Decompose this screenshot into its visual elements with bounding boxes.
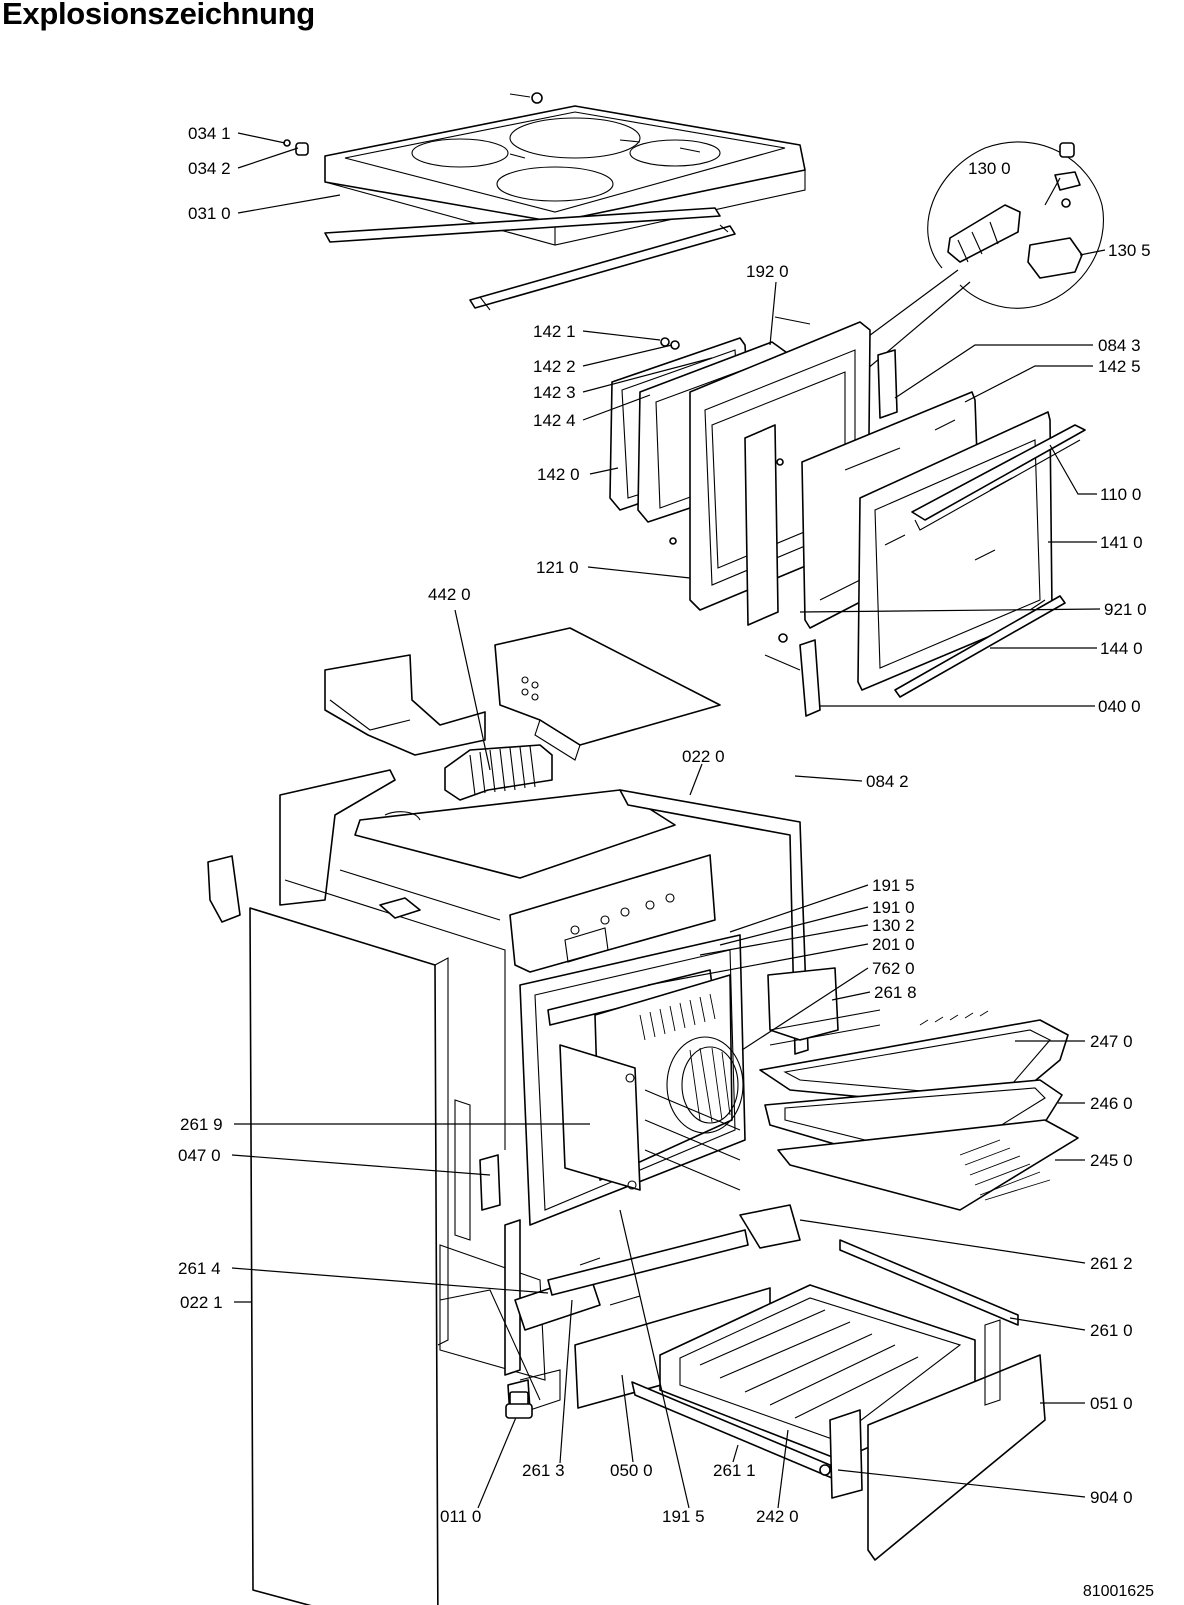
callout-label: 142 0 [537,465,580,484]
callout-label: 031 0 [188,204,231,223]
callout-label: 034 2 [188,159,231,178]
callout-label: 261 8 [874,983,917,1002]
callout-label: 261 3 [522,1461,565,1480]
callout-label: 110 0 [1100,485,1141,504]
callout-label: 051 0 [1090,1394,1133,1413]
callout-label: 921 0 [1104,600,1147,619]
callout-label: 022 1 [180,1293,223,1312]
screw-and-spacer [283,139,309,156]
callout-leader-lines [231,132,1106,1509]
cooktop-part [324,92,806,246]
callout-label: 191 5 [662,1507,705,1526]
callout-label: 034 1 [188,124,231,143]
callout-label: 261 4 [178,1259,221,1278]
callout-label: 130 0 [968,159,1011,178]
callout-label: 192 0 [746,262,789,281]
callout-label: 261 9 [180,1115,223,1134]
callout-label: 130 2 [872,916,915,935]
callout-label: 084 2 [866,772,909,791]
callout-label: 047 0 [178,1146,221,1165]
cooling-fan-and-ducts [324,627,721,801]
callout-label: 084 3 [1098,336,1141,355]
callout-label: 191 5 [872,876,915,895]
callout-label: 242 0 [756,1507,799,1526]
callout-label: 142 4 [533,411,576,430]
cooktop-mounting-rails [324,207,736,311]
callout-label: 142 1 [533,322,576,341]
callout-label: 261 0 [1090,1321,1133,1340]
cooker-body [207,769,1079,1605]
callout-label: 142 3 [533,383,576,402]
callout-label: 442 0 [428,585,471,604]
callout-label: 141 0 [1100,533,1143,552]
callout-label: 261 1 [713,1461,756,1480]
callout-label: 144 0 [1100,639,1143,658]
door-lock-detail [849,141,1104,376]
callout-label: 142 2 [533,357,576,376]
oven-door-assembly [609,316,1086,717]
page-title: Explosionszeichnung [2,0,315,31]
callout-label: 762 0 [872,959,915,978]
callout-label: 201 0 [872,935,915,954]
callout-label: 245 0 [1090,1151,1133,1170]
adjustable-foot [505,1391,533,1419]
document-number: 81001625 [1082,1583,1154,1600]
callout-label: 246 0 [1090,1094,1133,1113]
callout-label: 121 0 [536,558,579,577]
callout-label: 191 0 [872,898,915,917]
callout-label: 247 0 [1090,1032,1133,1051]
callout-label: 261 2 [1090,1254,1133,1273]
callout-label: 011 0 [440,1507,481,1526]
callout-label: 022 0 [682,747,725,766]
callout-label: 040 0 [1098,697,1141,716]
callout-labels: 034 1 034 2 031 0 130 0 130 5 192 0 142 … [178,124,1151,1526]
callout-label: 050 0 [610,1461,653,1480]
callout-label: 904 0 [1090,1488,1133,1507]
callout-label: 130 5 [1108,241,1151,260]
callout-label: 142 5 [1098,357,1141,376]
